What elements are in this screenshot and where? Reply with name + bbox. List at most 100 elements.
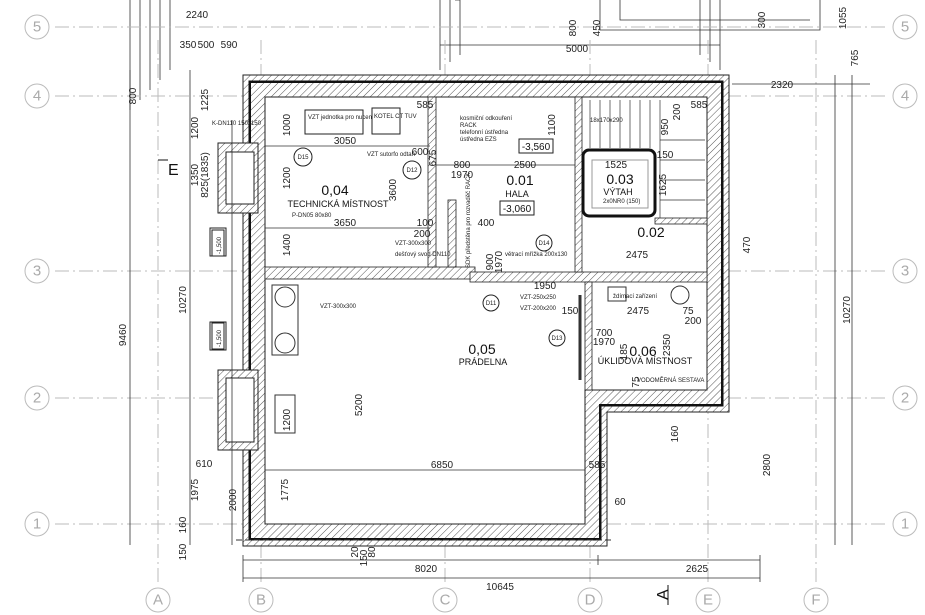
- svg-text:590: 590: [221, 40, 238, 51]
- svg-text:TECHNICKÁ MÍSTNOST: TECHNICKÁ MÍSTNOST: [287, 199, 389, 209]
- svg-text:610: 610: [196, 459, 213, 470]
- svg-text:ždímací zařízení: ždímací zařízení: [613, 294, 657, 300]
- svg-text:B: B: [256, 592, 266, 609]
- dimensions-interior: 3050 600 675 800 1970 2500 1100 585 1525…: [280, 100, 708, 501]
- axis-bubble-3-right: 3: [892, 258, 918, 284]
- level-left-b: -1,500: [211, 322, 225, 350]
- annotations: VZT jednotka pro nucené větrání KOTEL CT…: [212, 107, 704, 384]
- svg-text:5200: 5200: [354, 393, 365, 416]
- room-0-01: 0.01 HALA -3,060: [499, 172, 535, 216]
- svg-text:1950: 1950: [534, 281, 557, 292]
- svg-text:1970: 1970: [494, 250, 505, 273]
- room-0-02: 0.02: [637, 224, 664, 240]
- svg-text:185: 185: [619, 343, 630, 360]
- svg-text:VODOMĚRNÁ SESTAVA: VODOMĚRNÁ SESTAVA: [637, 376, 704, 384]
- svg-text:VZT jednotka pro nucené větrán: VZT jednotka pro nucené větrání: [308, 115, 396, 121]
- svg-text:75: 75: [631, 376, 642, 388]
- svg-text:600: 600: [412, 147, 429, 158]
- svg-text:585: 585: [417, 100, 434, 111]
- svg-text:1200: 1200: [282, 408, 293, 431]
- svg-text:2: 2: [33, 390, 41, 407]
- svg-text:1: 1: [901, 516, 909, 533]
- svg-text:větrací mřížka 200x130: větrací mřížka 200x130: [505, 252, 568, 258]
- svg-text:9460: 9460: [118, 323, 129, 346]
- svg-text:0,05: 0,05: [468, 341, 495, 357]
- svg-text:8020: 8020: [415, 564, 438, 575]
- axis-bubble-2-right: 2: [892, 385, 918, 411]
- svg-text:800: 800: [128, 87, 139, 104]
- svg-text:500: 500: [198, 40, 215, 51]
- svg-text:D13: D13: [551, 336, 563, 342]
- svg-text:HALA: HALA: [505, 189, 529, 199]
- svg-text:E: E: [168, 162, 179, 179]
- svg-text:150: 150: [359, 549, 370, 566]
- svg-text:950: 950: [660, 118, 671, 135]
- svg-text:C: C: [440, 592, 451, 609]
- svg-text:10270: 10270: [842, 296, 853, 324]
- svg-text:700: 700: [596, 328, 613, 339]
- svg-text:1200: 1200: [190, 116, 201, 139]
- svg-text:SDK předstěna pro rozvaděč RAC: SDK předstěna pro rozvaděč RACK: [466, 173, 472, 268]
- svg-text:10645: 10645: [486, 582, 514, 593]
- svg-text:1225: 1225: [200, 88, 211, 111]
- svg-text:0.06: 0.06: [629, 343, 656, 359]
- svg-text:10270: 10270: [178, 286, 189, 314]
- svg-text:0.01: 0.01: [506, 172, 533, 188]
- svg-text:-1,500: -1,500: [217, 236, 223, 254]
- fixtures: [271, 284, 690, 434]
- door-tag-D12: D12: [402, 160, 422, 180]
- svg-text:150: 150: [562, 306, 579, 317]
- svg-text:200: 200: [672, 103, 683, 120]
- svg-text:0,04: 0,04: [321, 182, 348, 198]
- svg-text:VZT-200x200: VZT-200x200: [520, 306, 557, 312]
- svg-text:VZT sutorfo odtah: VZT sutorfo odtah: [367, 152, 415, 158]
- svg-text:1775: 1775: [280, 478, 291, 501]
- svg-text:KOTEL CT TUV: KOTEL CT TUV: [374, 114, 417, 120]
- axis-bubble-3-left: 3: [24, 258, 50, 284]
- section-mark-E: E: [158, 159, 179, 179]
- svg-text:60: 60: [614, 497, 626, 508]
- svg-text:150: 150: [178, 543, 189, 560]
- svg-text:telefonní ústředna: telefonní ústředna: [460, 130, 509, 136]
- svg-text:1970: 1970: [451, 170, 474, 181]
- svg-text:2500: 2500: [514, 160, 537, 171]
- svg-text:350: 350: [180, 40, 197, 51]
- svg-text:D: D: [585, 592, 596, 609]
- svg-text:2000: 2000: [228, 488, 239, 511]
- svg-text:200: 200: [685, 316, 702, 327]
- svg-text:3: 3: [901, 263, 909, 280]
- axis-bubble-5-right: 5: [892, 14, 918, 40]
- dimension-lines: [129, 70, 870, 582]
- svg-text:20: 20: [350, 546, 361, 558]
- svg-text:1525: 1525: [605, 160, 628, 171]
- room-0-03: 0.03 VÝTAH 2x0NR0 (150): [603, 171, 640, 205]
- svg-text:1055: 1055: [838, 6, 849, 29]
- svg-text:PRÁDELNA: PRÁDELNA: [459, 357, 508, 367]
- svg-text:3: 3: [33, 263, 41, 280]
- door-tag-D15: D15: [293, 147, 313, 167]
- svg-text:D12: D12: [406, 168, 418, 174]
- svg-text:2350: 2350: [662, 333, 673, 356]
- svg-text:300: 300: [757, 11, 768, 28]
- svg-text:1000: 1000: [282, 113, 293, 136]
- svg-text:1975: 1975: [190, 478, 201, 501]
- window-bays-left: [209, 142, 259, 451]
- svg-text:D15: D15: [297, 155, 309, 161]
- axis-bubble-4-right: 4: [892, 83, 918, 109]
- axis-bubble-1-right: 1: [892, 511, 918, 537]
- door-tag-D11: D11: [482, 294, 500, 312]
- elevator-shaft: [581, 148, 657, 218]
- svg-text:ÚKLIDOVÁ MÍSTNOST: ÚKLIDOVÁ MÍSTNOST: [598, 356, 693, 366]
- axis-bubble-2-left: 2: [24, 385, 50, 411]
- axis-bubble-F: F: [803, 587, 829, 613]
- svg-text:K-DN110 150x150: K-DN110 150x150: [212, 121, 262, 127]
- svg-text:1400: 1400: [282, 233, 293, 256]
- svg-text:1970: 1970: [593, 337, 616, 348]
- svg-text:585: 585: [589, 460, 606, 471]
- svg-text:VÝTAH: VÝTAH: [603, 187, 632, 197]
- svg-text:ústředna EZS: ústředna EZS: [460, 137, 497, 143]
- axis-bubble-C: C: [432, 587, 458, 613]
- svg-text:150: 150: [657, 150, 674, 161]
- dimensions-left: 9460 10270 1350 825(1835) 1975 2000 160 …: [118, 87, 239, 560]
